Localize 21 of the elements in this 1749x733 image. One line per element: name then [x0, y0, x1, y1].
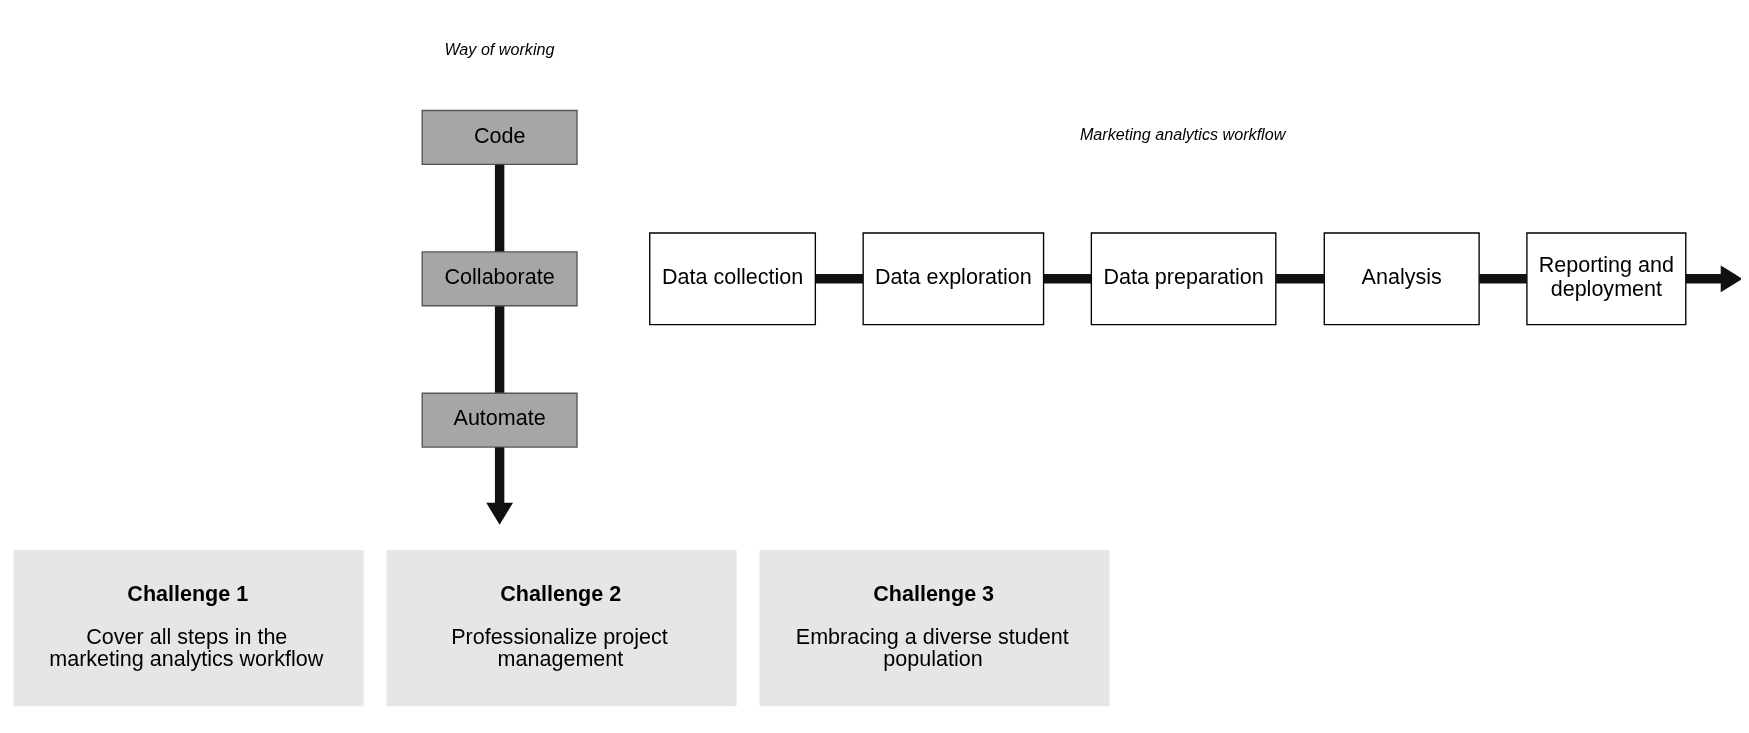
node-box: Data exploration	[862, 231, 1045, 325]
node-box: Data collection	[649, 231, 817, 325]
node-box: Data preparation	[1090, 231, 1277, 325]
label: Marketing analytics workflow	[1079, 124, 1286, 143]
arrow	[1685, 264, 1741, 292]
label: Way of working	[444, 39, 555, 58]
connector	[815, 273, 864, 283]
node-box: Challenge 3 Embracing a diverse student population	[759, 549, 1110, 706]
connector	[1276, 273, 1325, 283]
connector	[494, 305, 505, 393]
node-box: Collaborate	[421, 250, 578, 306]
node-box: Analysis	[1323, 231, 1480, 325]
node-box: Reporting and deployment	[1526, 231, 1687, 325]
connector	[1479, 273, 1527, 283]
node-box: Automate	[421, 392, 578, 448]
connector	[1043, 273, 1092, 283]
arrow	[486, 446, 513, 525]
node-box: Challenge 2 Professionalize project management	[386, 549, 737, 706]
connector	[494, 164, 505, 251]
node-box: Code	[421, 109, 578, 165]
node-box: Challenge 1 Cover all steps in the marketing analytics workflow	[13, 549, 364, 706]
